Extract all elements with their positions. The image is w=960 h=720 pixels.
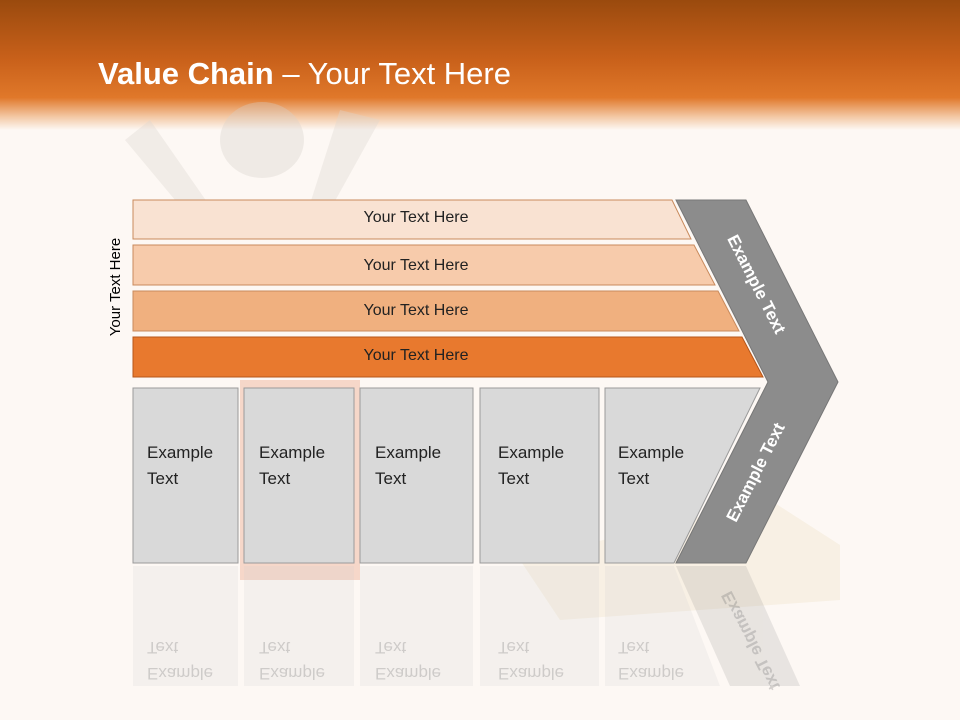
box-3 bbox=[359, 387, 474, 564]
box-5-label: Example Text bbox=[618, 443, 685, 488]
reflection-box-5-label: Example Text bbox=[618, 638, 685, 683]
bar-3-label: Your Text Here bbox=[363, 302, 469, 319]
box-4-label: Example Text bbox=[498, 443, 565, 488]
reflection-box-4 bbox=[480, 566, 599, 686]
box-1 bbox=[132, 387, 239, 564]
reflection-box-1 bbox=[133, 566, 238, 686]
bar-1 bbox=[132, 199, 692, 240]
title-bold: Value Chain bbox=[98, 56, 274, 91]
reflection-box-3-label: Example Text bbox=[375, 638, 442, 683]
reflection-box-2-label: Example Text bbox=[259, 638, 326, 683]
bar-2-label: Your Text Here bbox=[363, 257, 469, 274]
reflection-box-5 bbox=[605, 566, 720, 686]
title-rest: – Your Text Here bbox=[273, 56, 511, 91]
box-2-label: Example Text bbox=[259, 443, 326, 488]
header-banner bbox=[0, 0, 960, 130]
bar-2 bbox=[132, 244, 716, 286]
reflection-box-4-label: Example Text bbox=[498, 638, 565, 683]
box-3-label: Example Text bbox=[375, 443, 442, 488]
reflection-box-2 bbox=[244, 566, 354, 686]
bar-4-label: Your Text Here bbox=[363, 347, 469, 364]
bar-3 bbox=[132, 290, 740, 332]
reflection bbox=[133, 566, 800, 686]
figure-head bbox=[220, 102, 304, 178]
reflection-box-3 bbox=[360, 566, 473, 686]
bar-1-label: Your Text Here bbox=[363, 209, 469, 226]
reflection-chevron bbox=[676, 566, 800, 686]
box-4 bbox=[479, 387, 600, 564]
reflection-box-1-label: Example Text bbox=[147, 638, 214, 683]
box-2 bbox=[243, 387, 355, 564]
bar-4 bbox=[132, 336, 764, 378]
chevron-arrow bbox=[675, 199, 839, 564]
box-5 bbox=[604, 387, 761, 564]
slide-title: Value Chain – Your Text Here bbox=[98, 54, 511, 94]
box-1-label: Example Text bbox=[147, 443, 214, 488]
